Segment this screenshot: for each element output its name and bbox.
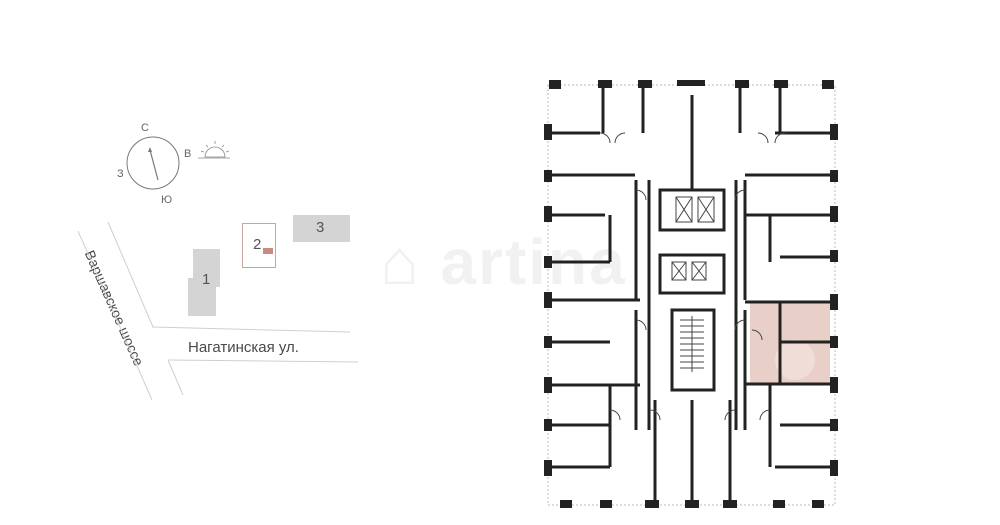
house-icon: ⌂: [380, 226, 421, 298]
staircase-icon: [680, 316, 704, 372]
compass-west: З: [117, 168, 124, 180]
sunrise-icon: [198, 141, 230, 159]
roads: [77, 221, 359, 401]
compass-east: В: [184, 148, 192, 160]
compass-north: С: [141, 122, 149, 134]
compass-south: Ю: [161, 194, 173, 206]
building-3-number: 3: [316, 219, 325, 236]
building-3[interactable]: [293, 215, 350, 242]
building-2[interactable]: [242, 223, 276, 268]
street-nagatinskaya: Нагатинская ул.: [188, 339, 299, 356]
floor-plan: [544, 80, 838, 508]
building-2-number: 2: [253, 236, 262, 253]
building-1-lower: [188, 278, 216, 316]
building-1-number: 1: [202, 271, 211, 288]
building-2-highlight-marker: [263, 248, 273, 254]
compass-dial: [126, 136, 180, 190]
